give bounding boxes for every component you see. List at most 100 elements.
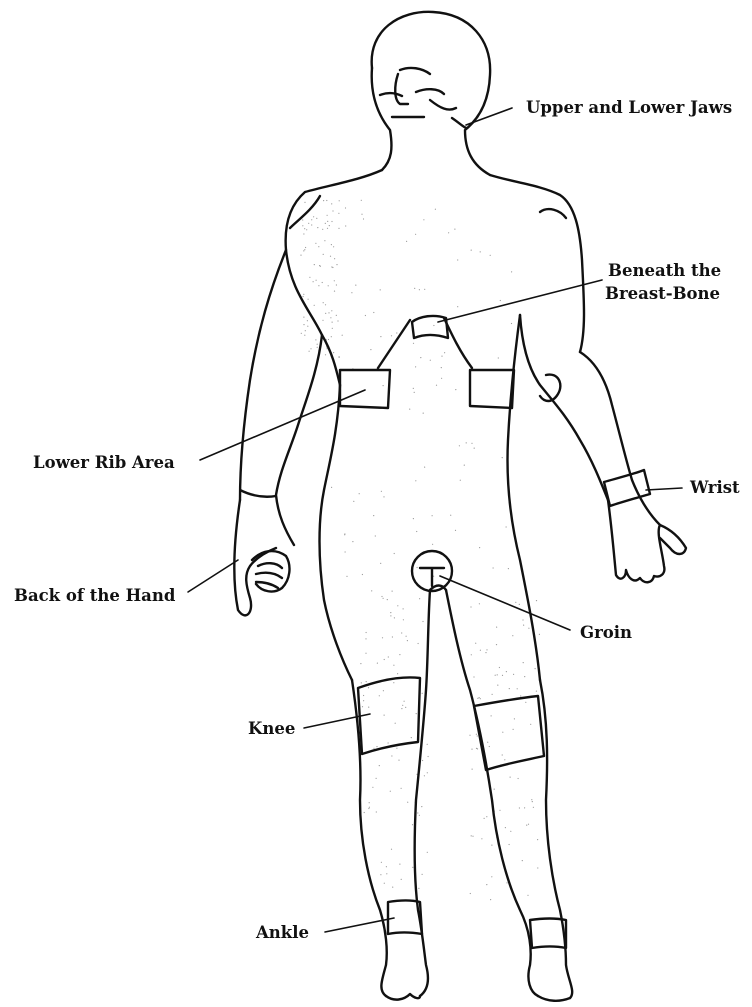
stipple-dot bbox=[435, 209, 436, 210]
stipple-dot bbox=[318, 246, 319, 247]
stipple-dot bbox=[390, 791, 391, 792]
stipple-dot bbox=[476, 748, 477, 749]
stipple-dot bbox=[382, 637, 383, 638]
stipple-dot bbox=[305, 247, 306, 248]
stipple-dot bbox=[402, 705, 403, 706]
stipple-dot bbox=[352, 541, 353, 542]
stipple-dot bbox=[331, 221, 332, 222]
stipple-dot bbox=[365, 638, 366, 639]
stipple-dot bbox=[530, 724, 531, 725]
stipple-dot bbox=[390, 612, 391, 613]
stipple-dot bbox=[514, 718, 515, 719]
stipple-dot bbox=[524, 676, 525, 677]
stipple-dot bbox=[387, 599, 388, 600]
stipple-dot bbox=[406, 241, 407, 242]
stipple-dot bbox=[517, 688, 518, 689]
left-foot bbox=[386, 994, 420, 1000]
stipple-dot bbox=[476, 734, 477, 735]
stipple-dot bbox=[303, 233, 304, 234]
label-wrist: Wrist bbox=[689, 478, 740, 497]
stipple-dot bbox=[344, 534, 345, 535]
stipple-dot bbox=[404, 701, 405, 702]
stipple-dot bbox=[390, 615, 391, 616]
leader-lines bbox=[188, 108, 682, 932]
brow bbox=[400, 68, 430, 74]
stipple-dot bbox=[504, 759, 505, 760]
stipple-dot bbox=[515, 602, 516, 603]
stipple-dot bbox=[419, 815, 420, 816]
stipple-dot bbox=[333, 246, 334, 247]
stipple-dot bbox=[324, 240, 325, 241]
stipple-dot bbox=[427, 852, 428, 853]
stipple-dot bbox=[422, 874, 423, 875]
stipple-dot bbox=[383, 690, 384, 691]
stipple-dot bbox=[502, 675, 503, 676]
stipple-dot bbox=[383, 598, 384, 599]
stipple-dot bbox=[508, 568, 509, 569]
eye-right bbox=[416, 89, 444, 94]
stipple-dot bbox=[424, 775, 425, 776]
left-forearm-inner bbox=[276, 335, 322, 545]
stipple-dot bbox=[407, 640, 408, 641]
stipple-dot bbox=[332, 210, 333, 211]
jaw-mark bbox=[452, 118, 466, 128]
stipple-dot bbox=[418, 888, 419, 889]
stipple-dot bbox=[455, 389, 456, 390]
left-shoulder-joint bbox=[290, 196, 320, 228]
stipple-dot bbox=[511, 271, 512, 272]
stipple-dot bbox=[506, 671, 507, 672]
stipple-dot bbox=[361, 200, 362, 201]
stipple-dot bbox=[432, 544, 433, 545]
stipple-dot bbox=[531, 799, 532, 800]
stipple-dot bbox=[403, 608, 404, 609]
stipple-dot bbox=[486, 816, 487, 817]
stipple-dot bbox=[415, 366, 416, 367]
stipple-dot bbox=[313, 216, 314, 217]
stipple-dot bbox=[518, 778, 519, 779]
stipple-dot bbox=[523, 625, 524, 626]
stipple-dot bbox=[471, 654, 472, 655]
stipple-dot bbox=[381, 491, 382, 492]
stipple-dot bbox=[361, 682, 362, 683]
stipple-dot bbox=[331, 336, 332, 337]
stipple-dot bbox=[412, 824, 413, 825]
stipple-dot bbox=[509, 688, 510, 689]
stipple-dot bbox=[337, 320, 338, 321]
stipple-dot bbox=[310, 348, 311, 349]
stipple-dot bbox=[401, 879, 402, 880]
stipple-dot bbox=[303, 296, 304, 297]
stipple-dot bbox=[486, 884, 487, 885]
stipple-dot bbox=[391, 755, 392, 756]
stipple-dot bbox=[524, 807, 525, 808]
stipple-dot bbox=[338, 213, 339, 214]
stipple-dot bbox=[334, 291, 335, 292]
stipple-dot bbox=[471, 250, 472, 251]
stipple-dot bbox=[423, 413, 424, 414]
stipple-dot bbox=[315, 339, 316, 340]
label-breastbone-1: Beneath the bbox=[608, 261, 721, 280]
stipple-dot bbox=[469, 735, 470, 736]
stipple-dot bbox=[480, 251, 481, 252]
stipple-dot bbox=[479, 603, 480, 604]
stipple-dot bbox=[428, 756, 429, 757]
stipple-dot bbox=[328, 339, 329, 340]
stipple-dot bbox=[413, 343, 414, 344]
stipple-dot bbox=[316, 280, 317, 281]
stipple-dot bbox=[502, 457, 503, 458]
stipple-dot bbox=[322, 320, 323, 321]
stipple-dot bbox=[479, 547, 480, 548]
stipple-dot bbox=[309, 351, 310, 352]
stipple-dot bbox=[304, 228, 305, 229]
stipple-dot bbox=[509, 844, 510, 845]
stipple-dot bbox=[523, 662, 524, 663]
stipple-dot bbox=[472, 769, 473, 770]
stipple-dot bbox=[300, 255, 301, 256]
stipple-dot bbox=[331, 244, 332, 245]
stipple-dot bbox=[346, 576, 347, 577]
stipple-dot bbox=[450, 515, 451, 516]
stipple-dot bbox=[477, 698, 478, 699]
stipple-dot bbox=[448, 232, 449, 233]
stipple-dot bbox=[416, 713, 417, 714]
stipple-dot bbox=[492, 694, 493, 695]
stipple-dot bbox=[323, 302, 324, 303]
